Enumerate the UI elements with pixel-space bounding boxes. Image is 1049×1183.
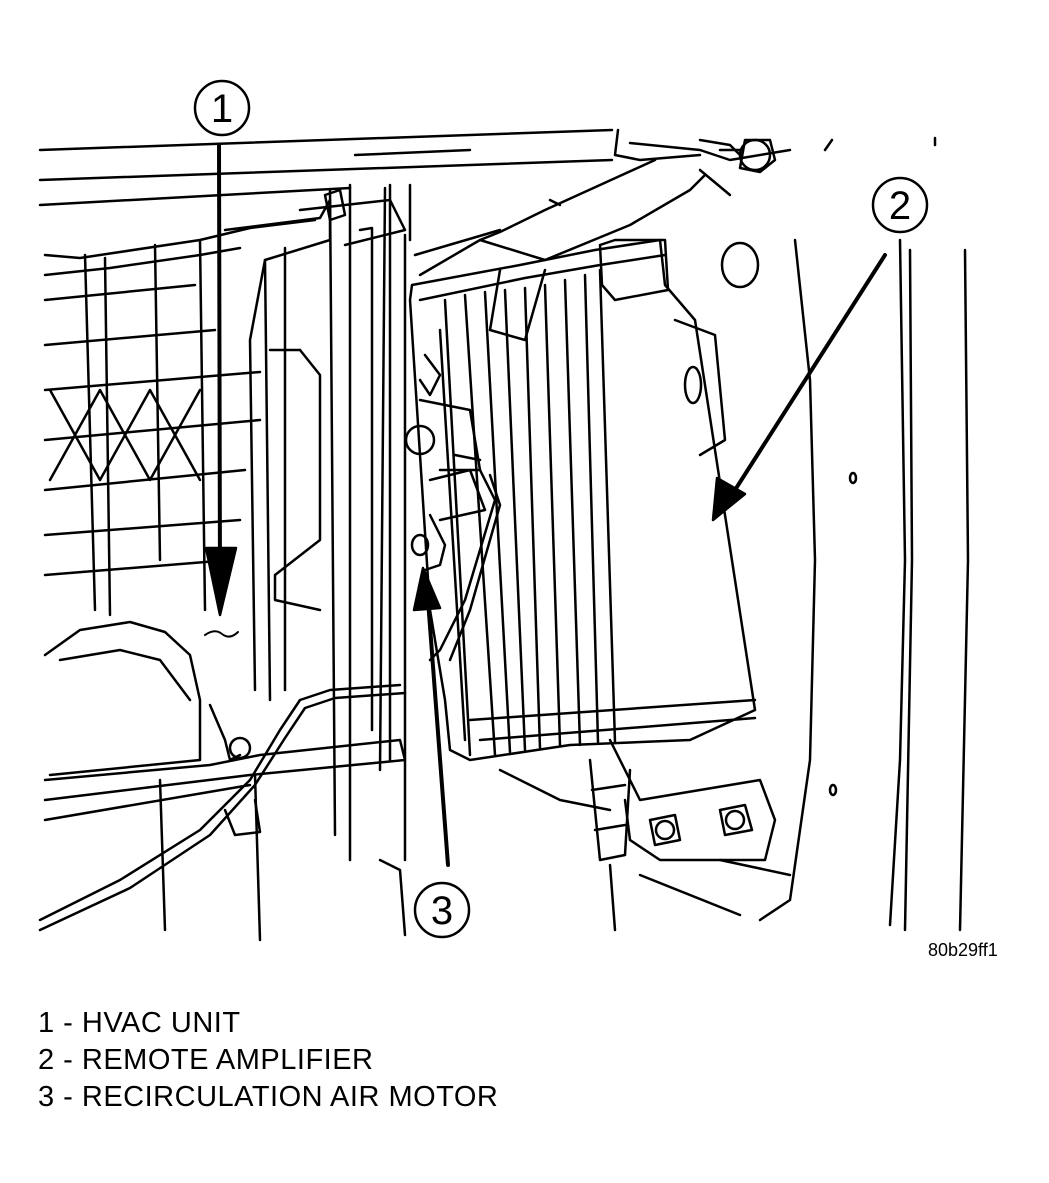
callout-3-number: 3 <box>431 889 453 933</box>
technical-illustration: 1 2 3 <box>38 79 970 942</box>
remote-amplifier <box>408 238 777 862</box>
callout-2-number: 2 <box>889 184 911 228</box>
callout-1: 1 <box>193 79 251 638</box>
body-panel <box>498 238 970 932</box>
legend-item-hvac-unit: 1 - HVAC UNIT <box>38 1007 241 1039</box>
legend-item-recirculation-air-motor: 3 - RECIRCULATION AIR MOTOR <box>38 1081 499 1113</box>
callout-2: 2 <box>711 176 929 522</box>
hvac-unit <box>38 128 614 942</box>
legend-item-remote-amplifier: 2 - REMOTE AMPLIFIER <box>38 1044 374 1076</box>
mounting-bracket <box>353 128 937 289</box>
recirculation-air-motor <box>404 353 502 662</box>
callout-3: 3 <box>412 566 471 939</box>
figure-id: 80b29ff1 <box>928 940 998 960</box>
legend: 1 - HVAC UNIT 2 - REMOTE AMPLIFIER 3 - R… <box>38 1005 498 1116</box>
callout-1-number: 1 <box>211 87 233 131</box>
